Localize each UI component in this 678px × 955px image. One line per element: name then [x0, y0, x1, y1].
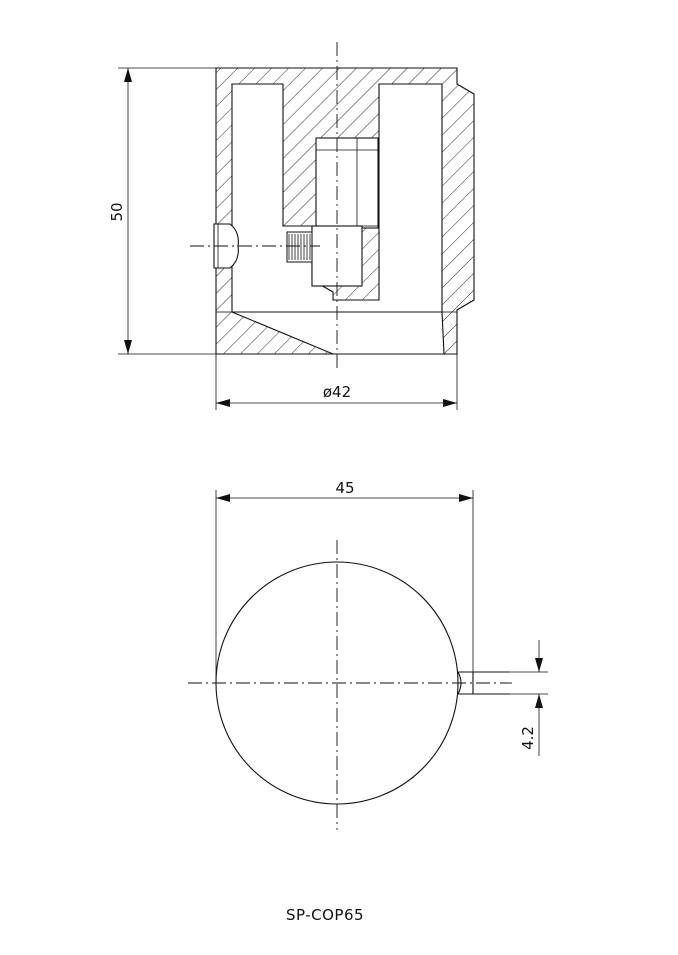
height-dimension: 50: [108, 67, 216, 355]
width-dimension-label: 45: [335, 479, 354, 497]
height-dimension-label: 50: [108, 202, 126, 221]
diameter-dimension-label: ø42: [323, 383, 351, 401]
section-view: [190, 42, 475, 370]
clamp-insert: [315, 137, 379, 229]
slot-dimension: 4.2: [510, 640, 548, 756]
diameter-dimension: ø42: [215, 354, 458, 410]
plan-view: [188, 540, 512, 830]
grub-screw: [286, 231, 313, 263]
slot-dimension-label: 4.2: [519, 726, 537, 750]
part-number: SP-COP65: [286, 906, 364, 924]
width-dimension: 45: [215, 479, 474, 683]
bottom-taper: [231, 311, 445, 355]
